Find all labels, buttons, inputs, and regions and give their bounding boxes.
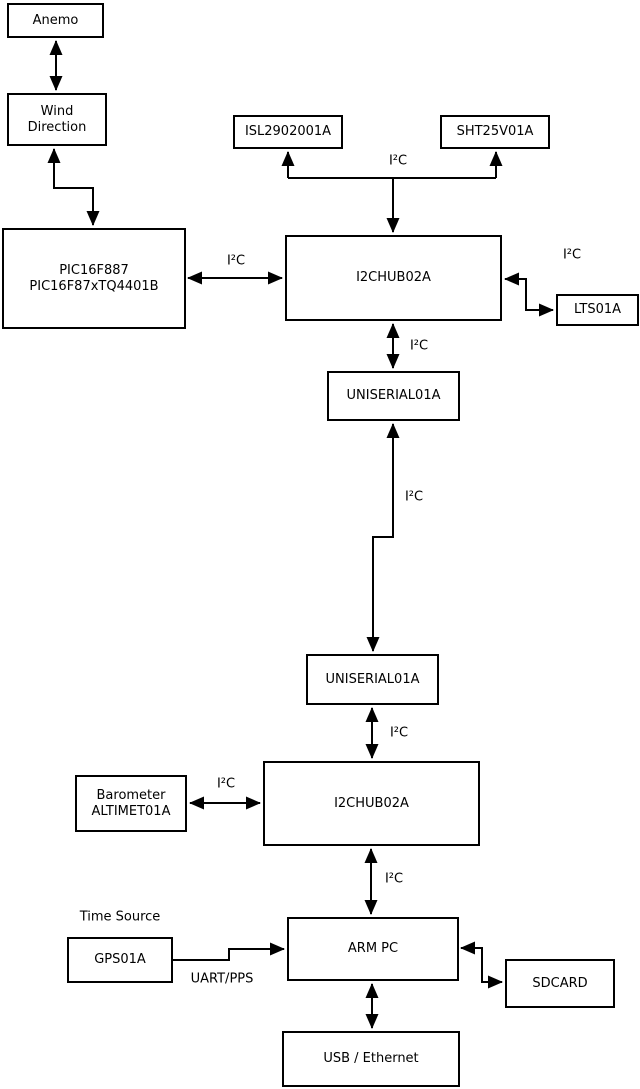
label-i2c-hub-armpc: I²C: [384, 871, 404, 887]
box-usb-ethernet: USB / Ethernet: [282, 1031, 460, 1087]
label-i2c-sensor-bus: I²C: [388, 153, 408, 169]
box-wind-direction: Wind Direction: [7, 93, 107, 146]
box-anemo: Anemo: [7, 3, 104, 38]
box-i2chub02a-bottom-label: I2CHUB02A: [334, 795, 409, 811]
box-barometer: Barometer ALTIMET01A: [75, 775, 187, 832]
box-pic16f887-line2: PIC16F87xTQ4401B: [29, 278, 159, 294]
connector-uniserial-uniserial: [366, 423, 400, 652]
box-arm-pc: ARM PC: [287, 917, 459, 981]
label-time-source: Time Source: [79, 909, 161, 925]
box-sdcard-label: SDCARD: [532, 975, 588, 991]
box-sht25v01a-label: SHT25V01A: [456, 124, 534, 139]
box-arm-pc-label: ARM PC: [347, 941, 399, 956]
label-i2c-uniserial-hub: I²C: [389, 725, 409, 741]
box-lts01a-label: LTS01A: [573, 302, 622, 317]
box-isl2902001a-label: ISL2902001A: [244, 124, 332, 139]
box-i2chub02a-top: I2CHUB02A: [285, 235, 502, 321]
label-i2c-hub-uniserial: I²C: [409, 338, 429, 354]
label-i2c-pic-hub: I²C: [226, 253, 246, 269]
box-gps01a-label: GPS01A: [94, 952, 146, 967]
connector-i2chub-lts: [504, 272, 554, 317]
box-barometer-line2: ALTIMET01A: [91, 803, 171, 819]
box-lts01a: LTS01A: [556, 294, 639, 326]
box-anemo-label: Anemo: [32, 12, 79, 28]
connector-gps-armpc: [173, 942, 285, 961]
box-uniserial01a-bottom: UNISERIAL01A: [306, 654, 439, 705]
label-uart-pps: UART/PPS: [190, 971, 254, 987]
box-barometer-line1: Barometer: [96, 787, 166, 803]
box-wind-direction-line1: Wind: [40, 103, 74, 119]
box-gps01a: GPS01A: [67, 937, 173, 983]
box-uniserial01a-top: UNISERIAL01A: [327, 371, 460, 421]
box-sdcard: SDCARD: [505, 959, 615, 1008]
box-sht25v01a: SHT25V01A: [440, 115, 550, 149]
label-i2c-hub-lts: I²C: [562, 247, 582, 263]
box-pic16f887: PIC16F887 PIC16F87xTQ4401B: [2, 228, 186, 329]
box-i2chub02a-top-label: I2CHUB02A: [356, 270, 431, 285]
box-pic16f887-line1: PIC16F887: [59, 262, 129, 278]
box-uniserial01a-bottom-label: UNISERIAL01A: [325, 671, 420, 687]
box-usb-ethernet-label: USB / Ethernet: [323, 1051, 419, 1066]
label-i2c-barometer-hub: I²C: [216, 776, 236, 792]
box-uniserial01a-top-label: UNISERIAL01A: [346, 388, 441, 403]
connector-armpc-sdcard: [460, 941, 503, 989]
connector-winddirection-pic: [47, 148, 100, 226]
box-i2chub02a-bottom: I2CHUB02A: [263, 761, 480, 846]
label-i2c-uniserial-link: I²C: [404, 489, 424, 505]
box-wind-direction-line2: Direction: [27, 119, 87, 135]
box-isl2902001a: ISL2902001A: [233, 115, 343, 149]
